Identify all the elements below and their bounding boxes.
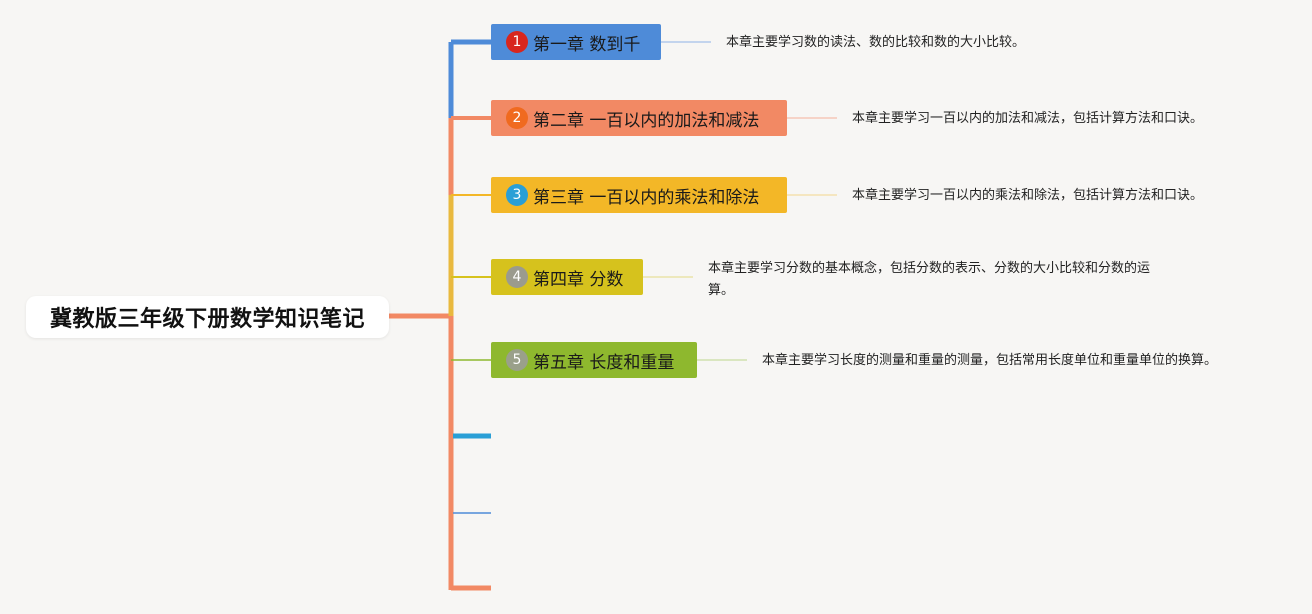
chapter-3-number-badge: 3 (506, 184, 528, 206)
chapter-5-description: 本章主要学习长度的测量和重量的测量，包括常用长度单位和重量单位的换算。 (762, 353, 1218, 368)
root-topic[interactable]: 冀教版三年级下册数学知识笔记 (26, 296, 389, 338)
chapter-2-number-badge: 2 (506, 107, 528, 129)
chapter-4-description-line-1: 本章主要学习分数的基本概念，包括分数的表示、分数的大小比较和分数的运 (708, 261, 1151, 276)
chapter-4-description-line-2: 算。 (708, 283, 735, 298)
chapter-5-number-badge: 5 (506, 349, 528, 371)
chapter-1-node[interactable]: 1 第一章 数到千 (491, 24, 661, 60)
chapter-1-title: 第一章 数到千 (533, 34, 641, 55)
chapter-2-title: 第二章 一百以内的加法和减法 (533, 110, 760, 131)
chapter-4-description: 本章主要学习分数的基本概念，包括分数的表示、分数的大小比较和分数的运 算。 (708, 258, 1150, 302)
chapter-3-description: 本章主要学习一百以内的乘法和除法，包括计算方法和口诀。 (852, 188, 1204, 203)
chapter-5-node[interactable]: 5 第五章 长度和重量 (491, 342, 697, 378)
chapter-3-title: 第三章 一百以内的乘法和除法 (533, 187, 760, 208)
chapter-1-number-badge: 1 (506, 31, 528, 53)
chapter-5-title: 第五章 长度和重量 (533, 352, 675, 373)
chapter-4-node[interactable]: 4 第四章 分数 (491, 259, 643, 295)
chapter-1-description: 本章主要学习数的读法、数的比较和数的大小比较。 (726, 35, 1026, 50)
chapter-2-description: 本章主要学习一百以内的加法和减法，包括计算方法和口诀。 (852, 111, 1204, 126)
root-title: 冀教版三年级下册数学知识笔记 (49, 307, 365, 332)
chapter-4-title: 第四章 分数 (533, 269, 624, 290)
chapter-2-node[interactable]: 2 第二章 一百以内的加法和减法 (491, 100, 787, 136)
chapter-3-node[interactable]: 3 第三章 一百以内的乘法和除法 (491, 177, 787, 213)
chapter-4-number-badge: 4 (506, 266, 528, 288)
